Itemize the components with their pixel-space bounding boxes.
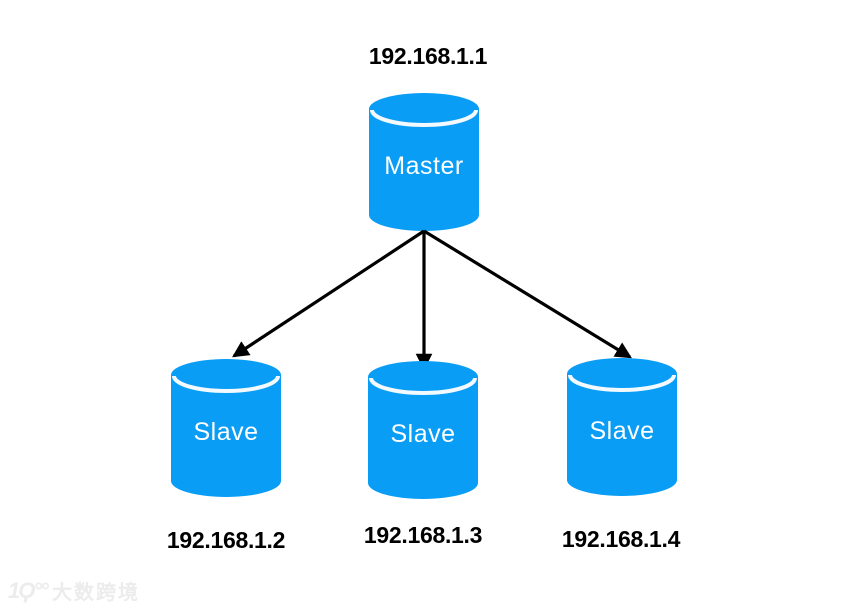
database-cylinder-icon [171, 359, 281, 497]
arrow-master-to-slave-3 [423, 229, 632, 359]
slave-label: Slave [390, 419, 456, 448]
slave-1-ip-label: 192.168.1.2 [166, 527, 286, 553]
slave-node-1: Slave [171, 359, 281, 497]
slave-label: Slave [193, 417, 259, 446]
database-cylinder-icon [368, 361, 478, 499]
arrow-master-to-slave-1 [232, 229, 425, 358]
watermark-brand-text: 大数跨境 [51, 582, 140, 604]
watermark-logo-icon: 1Ϙ°° [8, 578, 49, 603]
database-cylinder-icon [567, 358, 677, 496]
slave-2-ip-label: 192.168.1.3 [363, 522, 483, 548]
database-cylinder-icon [369, 93, 479, 231]
slave-node-2: Slave [368, 361, 478, 499]
slave-label: Slave [589, 416, 655, 445]
master-ip-label: 192.168.1.1 [368, 43, 488, 69]
slave-3-ip-label: 192.168.1.4 [561, 526, 681, 552]
slave-node-3: Slave [567, 358, 677, 496]
master-node: Master [369, 93, 479, 231]
watermark: 1Ϙ°° 大数跨境 [8, 578, 140, 604]
master-label: Master [384, 151, 464, 180]
